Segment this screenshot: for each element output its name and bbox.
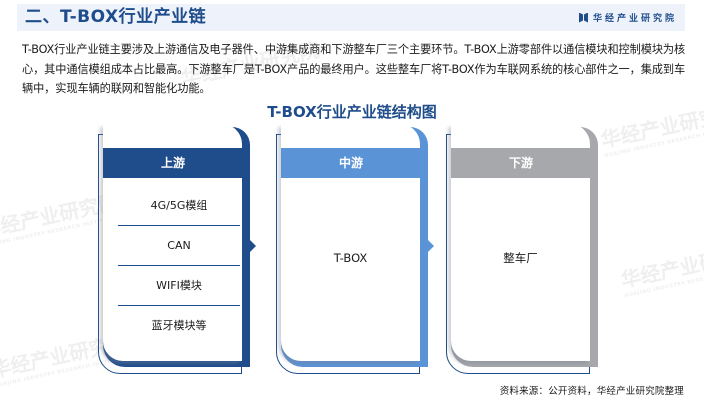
brand-name: 华经产业研究院 <box>592 14 677 24</box>
panel-header-midstream: 中游 <box>281 148 421 178</box>
panel-upstream: 上游 4G/5G模组 CAN WIFI模块 蓝牙模块等 <box>98 124 256 374</box>
brand: 华经产业研究院 <box>579 11 677 24</box>
upstream-list: 4G/5G模组 CAN WIFI模块 蓝牙模块等 <box>118 186 240 346</box>
watermark: 华经产业研究院 HUAJING INDUSTRY RESEARCH INSTIT… <box>618 239 704 300</box>
downstream-content: 整车厂 <box>503 251 538 265</box>
list-item: 4G/5G模组 <box>118 186 240 226</box>
list-item: WIFI模块 <box>118 266 240 306</box>
panel-midstream: 中游 T-BOX <box>276 124 434 374</box>
diagram-title: T-BOX行业产业链结构图 <box>267 103 437 121</box>
source-note: 资料来源：公开资料，华经产业研究院整理 <box>499 386 684 397</box>
book-logo-icon <box>579 13 588 23</box>
intro-paragraph: T-BOX行业产业链主要涉及上游通信及电子器件、中游集成商和下游整车厂三个主要环… <box>22 43 686 95</box>
panel-header-upstream: 上游 <box>103 148 243 178</box>
list-item: 蓝牙模块等 <box>151 319 207 332</box>
midstream-content: T-BOX <box>333 251 368 265</box>
section-header: 二、T-BOX行业产业链 华经产业研究院 <box>17 4 685 31</box>
panel-header-downstream: 下游 <box>451 148 591 178</box>
list-item: CAN <box>118 226 240 266</box>
section-title: 二、T-BOX行业产业链 <box>25 7 207 27</box>
panel-downstream: 下游 整车厂 <box>446 124 598 374</box>
